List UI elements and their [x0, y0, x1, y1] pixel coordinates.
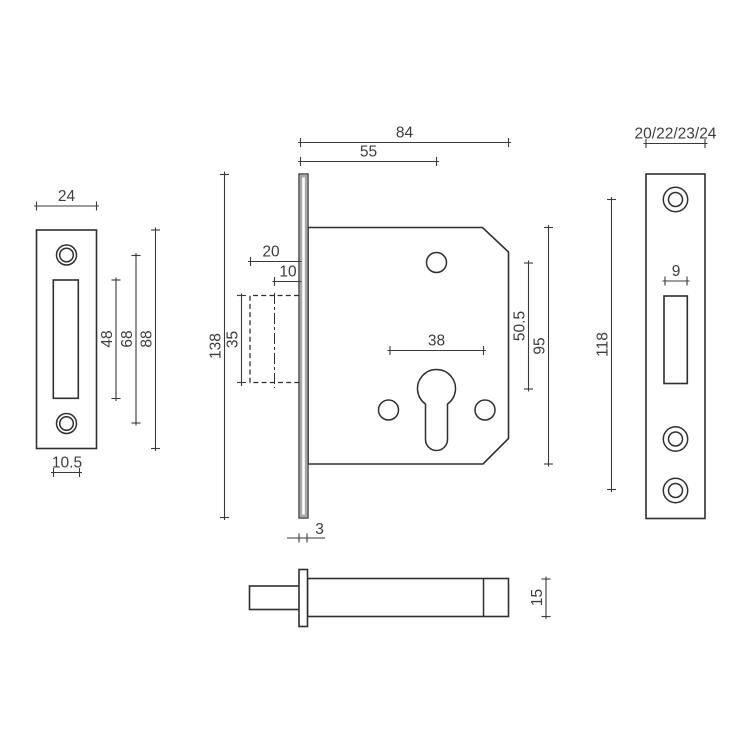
dim-bolt-half-throw: 10 — [272, 264, 302, 286]
dim-case-thickness-label: 15 — [529, 589, 546, 606]
strike-plate-screw-hole-bottom-inner — [58, 415, 75, 432]
dim-strike-hole-spacing: 68 — [119, 253, 141, 426]
dim-backset-label: 55 — [360, 144, 377, 161]
dim-case-width: 84 — [298, 125, 511, 147]
dim-strike-slot-height-label: 48 — [99, 330, 116, 347]
dim-strike-width: 24 — [34, 188, 99, 211]
dim-case-height-label: 95 — [532, 337, 549, 354]
dim-face-plate-slot-width: 9 — [662, 263, 690, 286]
side-view: 15 — [248, 568, 551, 628]
side-view-case — [306, 577, 510, 618]
face-plate-screw-hole-bottom-outer — [662, 477, 689, 504]
dim-hub-to-cylinder: 50.5 — [512, 260, 533, 392]
fixing-hole-right — [474, 399, 496, 421]
dim-face-plate-slot-width-label: 9 — [672, 263, 681, 280]
dim-bolt-height-label: 35 — [225, 331, 242, 348]
dim-faceplate-thickness-label: 3 — [315, 521, 324, 538]
side-view-bolt — [248, 585, 301, 611]
strike-plate-view: 24 48 68 88 10.5 — [34, 188, 160, 477]
dim-strike-hole-spacing-label: 68 — [119, 330, 136, 347]
dim-case-height: 95 — [532, 225, 553, 467]
face-plate-outline — [645, 173, 706, 520]
strike-plate-screw-hole-top-outer — [55, 244, 78, 266]
dim-strike-height-label: 88 — [139, 330, 156, 347]
lock-case-view: 84 55 20 10 35 — [208, 125, 553, 543]
dim-hub-to-cylinder-label: 50.5 — [512, 311, 529, 341]
dim-strike-height: 88 — [139, 227, 160, 451]
lock-faceplate-shading — [299, 174, 308, 518]
lock-faceplate — [298, 173, 309, 519]
dim-face-plate-hole-spacing: 118 — [595, 197, 616, 492]
face-plate-screw-hole-top-outer — [662, 186, 689, 213]
face-plate-screw-hole-middle-inner — [667, 431, 684, 447]
dim-case-width-label: 84 — [396, 125, 414, 142]
fixing-hole-left — [377, 399, 400, 421]
dim-backset: 55 — [298, 144, 439, 166]
face-plate-screw-hole-middle-outer — [662, 426, 689, 452]
dim-fixing-hole-spacing: 38 — [387, 333, 486, 355]
dim-bolt-half-throw-label: 10 — [279, 264, 297, 281]
strike-plate-screw-hole-bottom-outer — [55, 412, 78, 435]
lock-case-outline — [307, 226, 510, 465]
dim-faceplate-height: 138 — [208, 171, 229, 520]
dim-faceplate-thickness: 3 — [287, 521, 325, 543]
dim-faceplate-height-label: 138 — [208, 333, 225, 359]
dim-face-plate-width-options: 20/22/23/24 — [635, 126, 717, 148]
dim-strike-slot-width: 10.5 — [51, 455, 82, 477]
dim-face-plate-width-options-label: 20/22/23/24 — [635, 126, 717, 143]
face-plate-slot — [663, 295, 689, 385]
dim-bolt-height: 35 — [225, 293, 246, 386]
face-plate-view: 20/22/23/24 9 118 — [595, 126, 717, 520]
dim-bolt-throw: 20 — [248, 244, 302, 266]
dim-face-plate-hole-spacing-label: 118 — [595, 332, 612, 357]
dim-strike-width-label: 24 — [58, 188, 76, 205]
dim-strike-slot-height: 48 — [99, 277, 121, 401]
side-view-faceplate — [298, 568, 309, 628]
face-plate-screw-hole-top-inner — [667, 191, 684, 208]
dim-strike-slot-width-label: 10.5 — [52, 455, 82, 472]
strike-plate-screw-hole-top-inner — [58, 247, 75, 263]
dim-fixing-hole-spacing-label: 38 — [428, 333, 445, 350]
dim-case-thickness: 15 — [529, 576, 551, 619]
hub-hole — [425, 251, 448, 274]
face-plate-screw-hole-bottom-inner — [667, 482, 684, 499]
dim-bolt-throw-label: 20 — [262, 244, 280, 261]
euro-cylinder-hole — [416, 368, 457, 452]
strike-plate-slot — [52, 279, 80, 400]
